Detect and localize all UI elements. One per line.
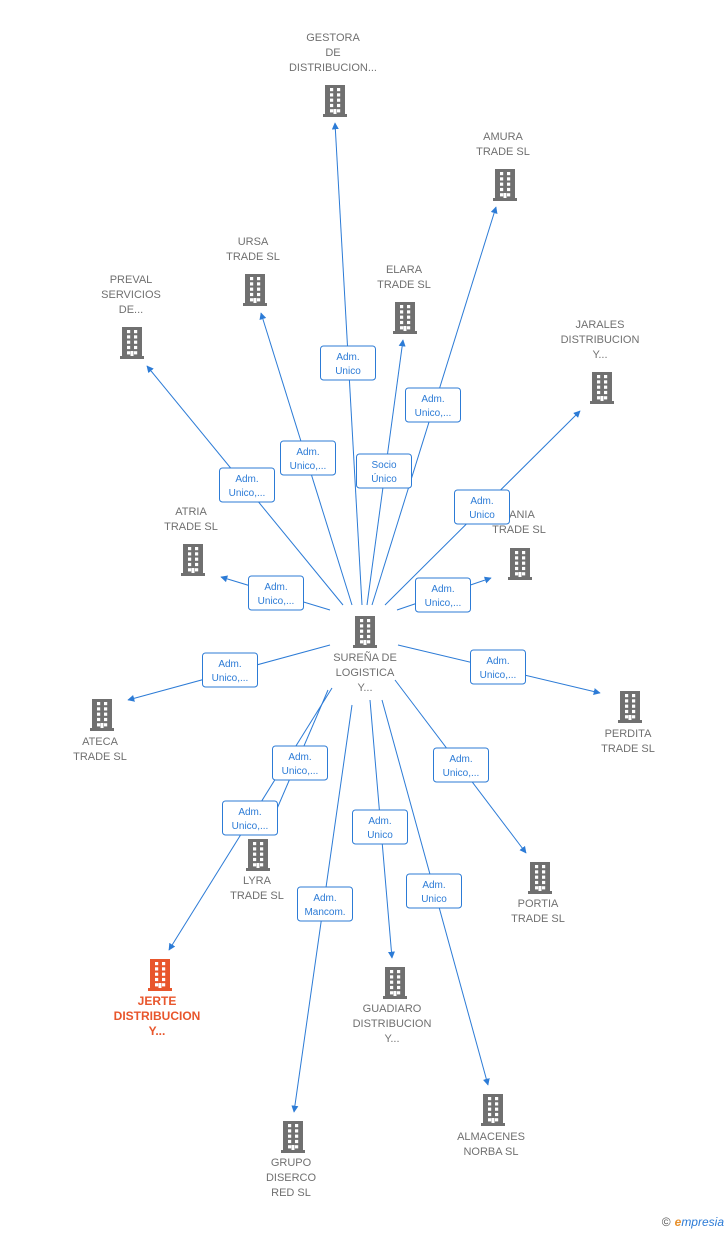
brand-name: mpresia [681,1215,724,1229]
company-icon-ursa[interactable] [243,274,267,306]
copyright-symbol: © [661,1215,671,1229]
company-icon-almacenes[interactable] [481,1094,505,1126]
company-icon-amura[interactable] [493,169,517,201]
company-icon-atria[interactable] [181,544,205,576]
edge-label-perdita[interactable]: Adm.Unico,... [470,649,526,685]
edge-label-text: Adm.Unico [367,816,393,841]
edge-label-gestora[interactable]: Adm.Unico [320,345,376,381]
edge-label-text: Adm.Unico,... [425,584,462,609]
edge-label-text: Adm.Unico,... [443,754,480,779]
edge-label-jerte[interactable]: Adm.Unico,... [222,800,278,836]
company-icon-jarales[interactable] [590,372,614,404]
edge-label-tania[interactable]: Adm.Unico,... [415,577,471,613]
edge-label-ateca[interactable]: Adm.Unico,... [202,652,258,688]
edge-label-grupo[interactable]: Adm.Mancom. [297,886,353,922]
edge-label-text: Adm.Unico,... [290,447,327,472]
edge-label-text: Adm.Unico,... [212,659,249,684]
brand-initial: e [674,1215,682,1229]
edge-label-amura[interactable]: Adm.Unico,... [405,387,461,423]
edge-label-lyra[interactable]: Adm.Unico,... [272,745,328,781]
company-icon-jerte[interactable] [148,959,172,991]
company-icon-grupo[interactable] [281,1121,305,1153]
edge-label-text: Adm.Unico,... [232,807,269,832]
edge-label-text: Adm.Unico,... [282,752,319,777]
edge-label-text: Adm.Mancom. [304,893,345,918]
edge-label-preval[interactable]: Adm.Unico,... [219,467,275,503]
edge-label-text: Adm.Unico [335,352,361,377]
edge-label-text: Adm.Unico,... [229,474,266,499]
edge-label-guadiaro[interactable]: Adm.Unico [352,809,408,845]
company-icon-ateca[interactable] [90,699,114,731]
edge-label-text: Adm.Unico [469,496,495,521]
edge-label-text: Adm.Unico,... [480,656,517,681]
company-icon-gestora[interactable] [323,85,347,117]
edge-label-almacenes[interactable]: Adm.Unico [406,873,462,909]
edge-label-ursa[interactable]: Adm.Unico,... [280,440,336,476]
edge-label-jarales[interactable]: Adm.Unico [454,489,510,525]
brand-watermark: ©empresia [662,1215,724,1229]
center-company-icon[interactable] [353,616,377,648]
company-icon-lyra[interactable] [246,839,270,871]
edge-label-atria[interactable]: Adm.Unico,... [248,575,304,611]
company-icon-portia[interactable] [528,862,552,894]
edge-label-portia[interactable]: Adm.Unico,... [433,747,489,783]
company-icon-perdita[interactable] [618,691,642,723]
edge-label-text: Adm.Unico [421,880,447,905]
company-icon-preval[interactable] [120,327,144,359]
edge-label-text: Adm.Unico,... [258,582,295,607]
company-icon-tania[interactable] [508,548,532,580]
company-icon-elara[interactable] [393,302,417,334]
company-icon-guadiaro[interactable] [383,967,407,999]
edge-label-text: Adm.Unico,... [415,394,452,419]
